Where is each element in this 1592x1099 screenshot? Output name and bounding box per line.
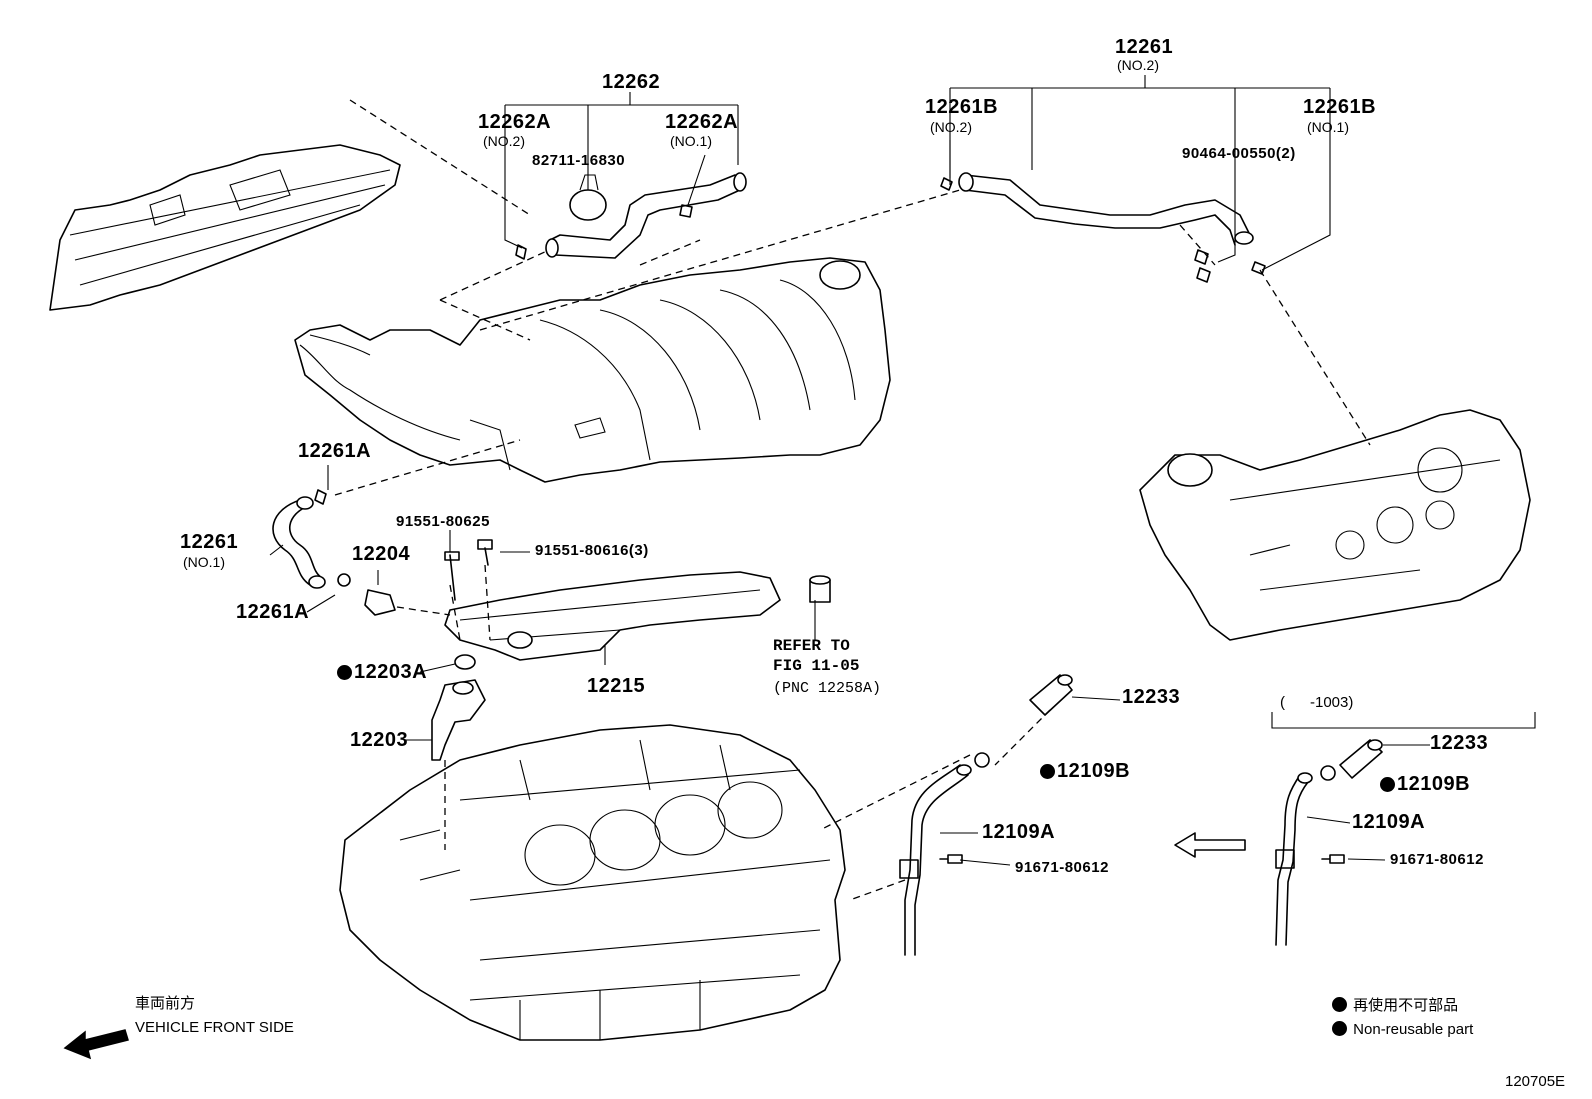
label-12262: 12262	[602, 71, 661, 93]
cylinder-head-cover-right	[1139, 409, 1531, 641]
label-leaders	[269, 465, 1430, 866]
label-12261-no2: 12261	[1115, 36, 1174, 58]
label-12203: 12203	[350, 729, 409, 751]
label-12262a-no1-sub: (NO.1)	[670, 133, 712, 149]
ventilation-hose-12262	[515, 172, 747, 260]
non-reusable-dot-icon	[1380, 777, 1395, 792]
label-91671-80612-center: 91671-80612	[1015, 859, 1109, 876]
label-91551-80616: 91551-80616(3)	[535, 542, 649, 559]
label-12261-no2-sub: (NO.2)	[1117, 57, 1159, 73]
label-12261a-bottom: 12261A	[236, 601, 310, 623]
leader-lines	[504, 75, 1536, 729]
arrows	[63, 832, 1246, 1060]
dashed-guides	[334, 99, 1371, 901]
label-12261b-no2: 12261B	[925, 96, 999, 118]
non-reusable-dot-icon	[337, 665, 352, 680]
label-12204: 12204	[352, 543, 411, 565]
non-reusable-dot-icon	[1332, 1021, 1347, 1036]
pcv-valve-and-plate	[364, 539, 831, 661]
label-12233-right: 12233	[1430, 732, 1489, 754]
refer-note-line3: (PNC 12258A)	[773, 680, 882, 697]
legend-jp: 再使用不可部品	[1332, 997, 1458, 1013]
oil-separator-parts	[431, 654, 486, 761]
label-12261b-no1-sub: (NO.1)	[1307, 119, 1349, 135]
dipstick-guide-center	[899, 674, 1073, 956]
label-12261a-top: 12261A	[298, 440, 372, 462]
label-90464-00550: 90464-00550(2)	[1182, 145, 1296, 162]
label-12262a-no1: 12262A	[665, 111, 739, 133]
label-12109b-right: 12109B	[1380, 774, 1470, 794]
label-12261b-no1: 12261B	[1303, 96, 1377, 118]
vehicle-front-en: VEHICLE FRONT SIDE	[135, 1019, 294, 1036]
label-12215: 12215	[587, 675, 646, 697]
label-12109b-center: 12109B	[1040, 761, 1130, 781]
vehicle-front-jp: 車両前方	[135, 995, 196, 1012]
figure-id: 120705E	[1505, 1073, 1566, 1090]
dipstick-guide-right	[1275, 739, 1383, 946]
ventilation-hose-12261-no1	[272, 489, 351, 589]
label-12261b-no2-sub: (NO.2)	[930, 119, 972, 135]
engine-block	[339, 724, 846, 1041]
label-82711-16830: 82711-16830	[532, 152, 626, 169]
label-range: ( -1003)	[1280, 694, 1354, 711]
non-reusable-dot-icon	[1332, 997, 1347, 1012]
legend-en: Non-reusable part	[1332, 1021, 1473, 1037]
refer-note-line1: REFER TO	[773, 637, 850, 655]
label-12261-no1-sub: (NO.1)	[183, 554, 225, 570]
label-91671-80612-right: 91671-80612	[1390, 851, 1484, 868]
label-12109a-right: 12109A	[1352, 811, 1426, 833]
cylinder-head-cover-left	[49, 144, 401, 311]
label-91551-80625: 91551-80625	[396, 513, 490, 530]
ventilation-hose-12261-no2	[940, 172, 1266, 283]
label-12261-no1: 12261	[180, 531, 239, 553]
label-12262a-no2-sub: (NO.2)	[483, 133, 525, 149]
label-12203a: 12203A	[337, 662, 427, 682]
non-reusable-dot-icon	[1040, 764, 1055, 779]
refer-note-line2: FIG 11-05	[773, 657, 860, 675]
label-12262a-no2: 12262A	[478, 111, 552, 133]
intake-manifold	[294, 257, 891, 483]
label-12233-center: 12233	[1122, 686, 1181, 708]
label-12109a-center: 12109A	[982, 821, 1056, 843]
